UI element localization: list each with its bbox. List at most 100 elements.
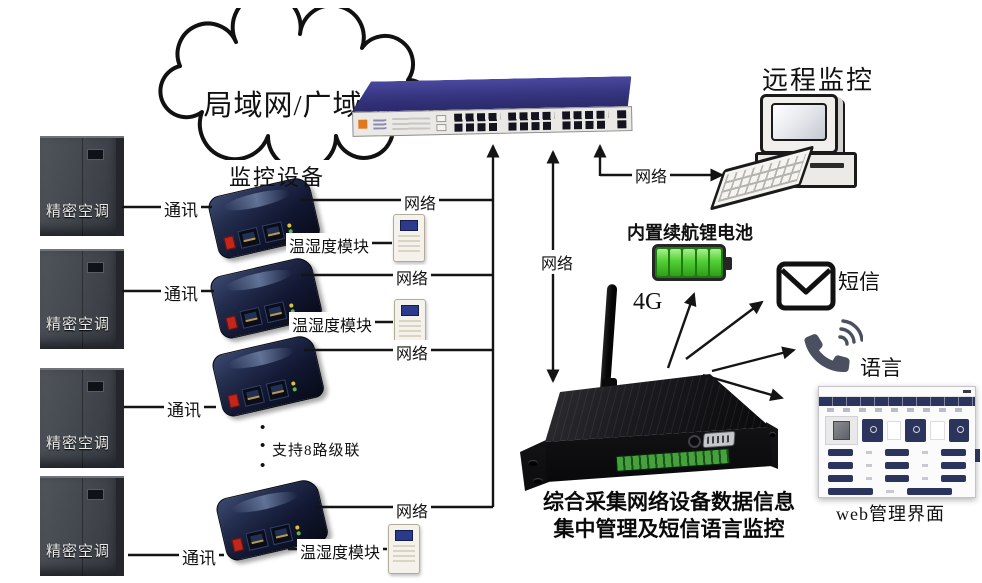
- caption-line-1: 综合采集网络设备数据信息: [543, 491, 795, 514]
- network-tag: 网络: [401, 190, 440, 214]
- sms-envelope-icon: [776, 261, 836, 311]
- 4g-gateway: [520, 282, 780, 492]
- switch-port-group: [562, 110, 609, 130]
- sensor-display: [395, 530, 413, 541]
- web-button-row: [819, 446, 975, 459]
- power-port: [225, 314, 239, 330]
- battery-icon: [652, 244, 732, 281]
- cabinet-display: [87, 489, 104, 500]
- rj45-port: [245, 528, 270, 551]
- precision-ac-cabinet-1: 精密空调: [40, 136, 124, 236]
- web-side-tab: [975, 449, 980, 462]
- caption-line-2: 集中管理及短信语言监控: [553, 518, 785, 541]
- cabinet-label: 精密空调: [45, 544, 110, 560]
- network-tag: 网络: [393, 340, 432, 364]
- network-tag: 网络: [393, 265, 432, 289]
- remote-monitor-label: 远程监控: [762, 66, 875, 95]
- audio-jack: [688, 435, 701, 448]
- cabinet-display: [87, 149, 104, 160]
- power-port: [227, 392, 241, 408]
- comm-tag: 通讯: [164, 396, 204, 421]
- cascade-bullet: •: [260, 420, 266, 436]
- rj45-port: [241, 384, 266, 407]
- precision-ac-cabinet-3: 精密空调: [40, 368, 124, 468]
- power-port: [223, 234, 237, 250]
- monitoring-device-3: [210, 333, 326, 419]
- web-tile: [948, 418, 969, 442]
- network-tag: 网络: [393, 498, 432, 522]
- power-port: [231, 536, 245, 552]
- cabinet-display: [87, 262, 104, 273]
- rj45-port: [239, 306, 264, 329]
- sms-label: 短信: [838, 270, 880, 294]
- comm-tag: 通讯: [179, 544, 219, 569]
- voice-phone-icon: [804, 319, 863, 373]
- crt-monitor: [760, 94, 838, 154]
- rj45-port: [269, 523, 294, 546]
- temp-humidity-sensor-2: [394, 299, 426, 347]
- web-device-photo: [825, 415, 859, 445]
- sensor-tag: 温湿度模块: [286, 233, 373, 257]
- temp-humidity-sensor-1: [393, 214, 425, 262]
- comm-tag: 通讯: [161, 280, 201, 305]
- switch-port-group: [454, 112, 501, 132]
- sensor-tag: 温湿度模块: [297, 539, 384, 563]
- temp-humidity-sensor-3: [388, 524, 420, 574]
- sensor-vents: [393, 545, 415, 565]
- web-ui-caption: web管理界面: [836, 504, 945, 524]
- antenna: [600, 283, 618, 391]
- web-tile: [905, 418, 926, 442]
- comm-tag: 通讯: [161, 196, 201, 221]
- switch-logo-text: [373, 118, 387, 129]
- web-tile-small: [929, 420, 945, 440]
- 4g-label: 4G: [633, 289, 663, 315]
- monitor-screen: [771, 103, 827, 141]
- rj45-port: [265, 379, 290, 402]
- rj45-port: [261, 221, 286, 244]
- diagram-caption: 综合采集网络设备数据信息 集中管理及短信语言监控: [533, 489, 805, 543]
- web-tile: [862, 418, 883, 442]
- rj45-port: [263, 301, 288, 324]
- web-titlebar: [819, 387, 975, 397]
- network-tag: 网络: [538, 250, 577, 274]
- web-device-tiles: [819, 414, 975, 446]
- precision-ac-cabinet-4: 精密空调: [40, 476, 124, 576]
- status-leds: [291, 381, 298, 392]
- web-nav-tabs: [819, 397, 975, 406]
- rj45-port: [237, 226, 262, 249]
- web-button-row: [819, 459, 975, 472]
- cascade-bullet: •: [260, 438, 266, 454]
- web-button-row: [819, 472, 975, 485]
- web-tile-small: [886, 420, 902, 440]
- precision-ac-cabinet-2: 精密空调: [40, 249, 124, 349]
- switch-top-face: [351, 76, 632, 112]
- switch-console-ports: [436, 114, 447, 131]
- web-subtabs: [827, 408, 967, 412]
- sensor-display: [400, 220, 418, 231]
- sensor-vents: [399, 320, 421, 340]
- cascade-bullet: •: [260, 458, 266, 474]
- web-button-row: [819, 485, 975, 498]
- cabinet-label: 精密空调: [45, 204, 110, 220]
- switch-logo-icon: [358, 119, 368, 129]
- remote-monitor-computer: [709, 90, 875, 225]
- voice-label: 语言: [860, 356, 902, 380]
- switch-panel-text: [391, 116, 431, 130]
- db9-serial-port: [702, 430, 736, 449]
- network-tag: 网络: [632, 163, 671, 187]
- cabinet-label: 精密空调: [45, 436, 110, 452]
- status-leds: [295, 525, 302, 536]
- sensor-display: [401, 305, 419, 316]
- mount-hole: [533, 478, 543, 484]
- switch-uplink-ports: [617, 109, 627, 128]
- web-ui-screenshot: [818, 386, 980, 498]
- sensor-vents: [398, 235, 420, 255]
- cabinet-display: [87, 381, 104, 392]
- sensor-tag: 温湿度模块: [289, 312, 376, 336]
- network-switch: [351, 76, 633, 139]
- monitoring-devices-title: 监控设备: [229, 165, 326, 190]
- mount-hole: [769, 432, 776, 437]
- switch-port-group: [508, 111, 555, 131]
- mount-hole: [528, 460, 538, 466]
